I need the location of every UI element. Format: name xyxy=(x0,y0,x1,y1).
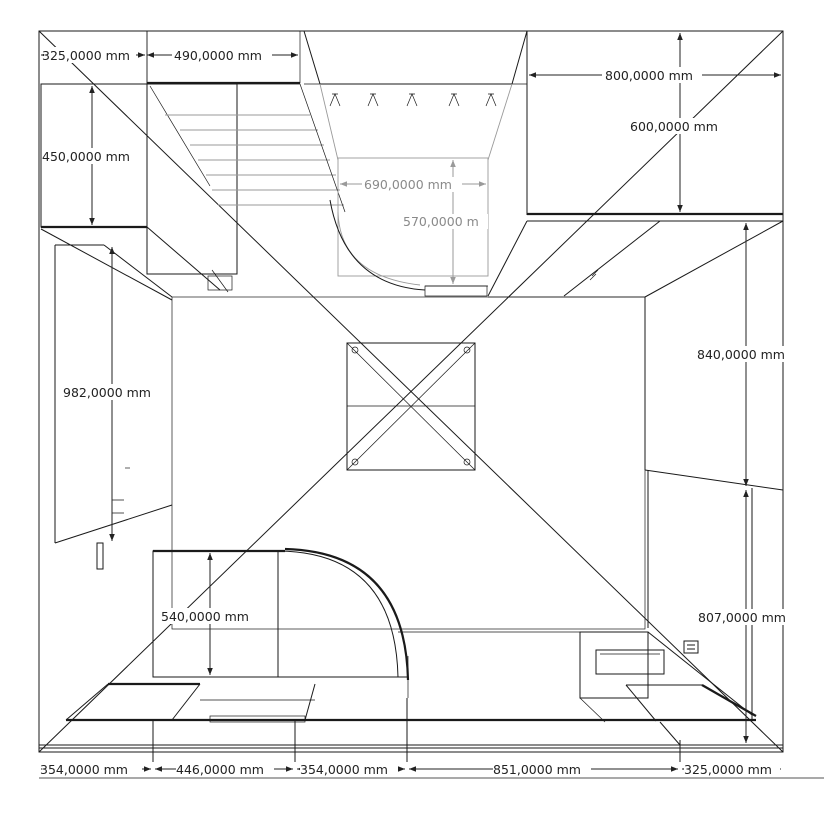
lamp-icon xyxy=(485,93,497,107)
dim-left-lower: 982,0000 mm xyxy=(63,385,151,400)
base-cabinets-front xyxy=(39,682,783,762)
upper-cabinet-top-left xyxy=(40,83,221,301)
lamp-icon xyxy=(448,93,460,107)
dim-bottom-4: 851,0000 mm xyxy=(493,762,581,777)
dimension-labels: 325,0000 mm 490,0000 mm 800,0000 mm 450,… xyxy=(40,47,796,777)
dim-center-width: 690,0000 mm xyxy=(364,177,452,192)
dim-right-middle: 840,0000 mm xyxy=(697,347,785,362)
upper-shelf-unit xyxy=(146,30,346,293)
room-frame xyxy=(38,30,824,779)
dim-island-height: 540,0000 mm xyxy=(161,609,249,624)
lamp-icon xyxy=(329,93,341,107)
base-unit-right xyxy=(579,631,757,723)
dim-right-lower: 807,0000 mm xyxy=(698,610,786,625)
island-counter xyxy=(152,547,580,698)
back-wall xyxy=(171,296,646,630)
left-tall-unit xyxy=(54,244,173,570)
ceiling-lamps xyxy=(329,93,497,107)
dim-bottom-1: 354,0000 mm xyxy=(40,762,128,777)
lamp-icon xyxy=(406,93,418,107)
faucet-icon xyxy=(683,640,699,654)
dim-top-left: 325,0000 mm xyxy=(42,48,130,63)
dim-bottom-5: 325,0000 mm xyxy=(684,762,772,777)
dim-right-upper: 600,0000 mm xyxy=(630,119,718,134)
range-hood xyxy=(303,30,528,297)
lamp-icon xyxy=(367,93,379,107)
right-tall-unit xyxy=(644,297,784,720)
ceiling-light-panel xyxy=(346,342,476,471)
dim-top-right: 800,0000 mm xyxy=(605,68,693,83)
dim-center-height: 570,0000 m xyxy=(403,214,479,229)
dim-bottom-2: 446,0000 mm xyxy=(176,762,264,777)
upper-cabinet-top-right xyxy=(487,30,784,298)
dim-top-middle: 490,0000 mm xyxy=(174,48,262,63)
dim-bottom-3: 354,0000 mm xyxy=(300,762,388,777)
dim-left-upper: 450,0000 mm xyxy=(42,149,130,164)
